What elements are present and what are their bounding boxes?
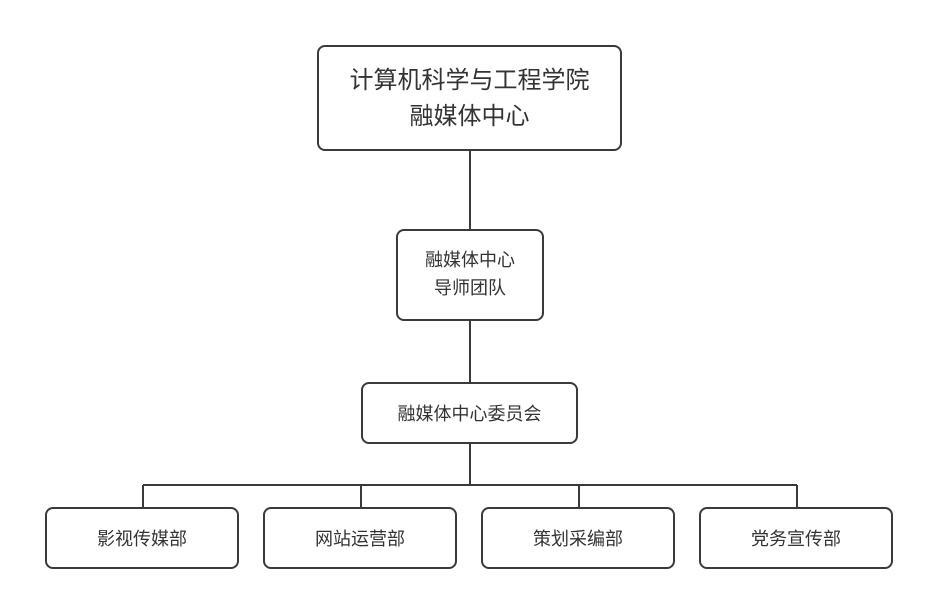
committee-node: 融媒体中心委员会 <box>361 382 578 444</box>
department-label: 影视传媒部 <box>97 529 187 550</box>
committee-node-label: 融媒体中心委员会 <box>397 404 542 425</box>
mentor-team-node: 融媒体中心 导师团队 <box>396 229 544 321</box>
department-node-planning-editing: 策划采编部 <box>481 507 675 569</box>
root-node: 计算机科学与工程学院 融媒体中心 <box>317 45 622 151</box>
mentor-team-node-line2: 导师团队 <box>434 278 506 299</box>
department-node-party-publicity: 党务宣传部 <box>699 507 893 569</box>
root-node-line2: 融媒体中心 <box>409 102 530 130</box>
department-label: 党务宣传部 <box>751 529 841 550</box>
department-node-website-operations: 网站运营部 <box>263 507 457 569</box>
department-label: 策划采编部 <box>533 529 623 550</box>
root-node-line1: 计算机科学与工程学院 <box>349 66 590 94</box>
department-node-film-media: 影视传媒部 <box>45 507 239 569</box>
mentor-team-node-line1: 融媒体中心 <box>425 250 515 271</box>
department-label: 网站运营部 <box>315 529 405 550</box>
